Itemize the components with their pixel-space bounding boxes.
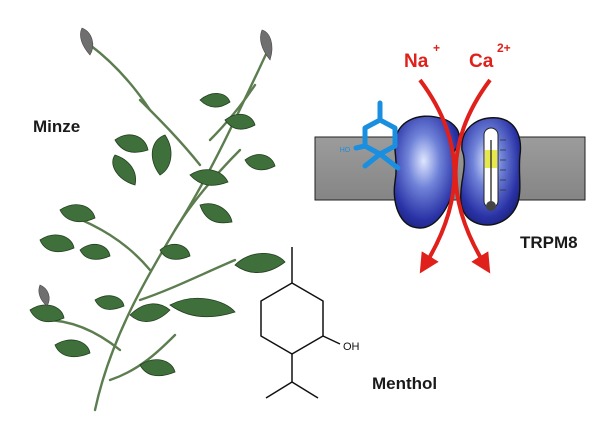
thermometer-icon <box>483 127 506 211</box>
hydroxyl-group-label: OH <box>343 341 360 353</box>
calcium-ion-charge: 2+ <box>497 41 511 55</box>
mint-plant-illustration <box>29 27 286 412</box>
calcium-ion-symbol: Ca <box>469 51 494 72</box>
plant-leaves <box>29 93 286 377</box>
plant-stems <box>43 43 270 412</box>
channel-label: TRPM8 <box>520 233 578 252</box>
menthol-ligand-icon <box>353 100 401 171</box>
ligand-group-label: HO <box>340 147 351 154</box>
plant-label: Minze <box>33 117 81 136</box>
molecule-label: Menthol <box>372 374 438 393</box>
flower-spikes <box>38 27 273 307</box>
sodium-ion-symbol: Na <box>404 51 429 72</box>
sodium-ion-charge: + <box>433 41 440 55</box>
calcium-arrow <box>453 78 492 274</box>
menthol-structure <box>260 247 341 399</box>
ion-flux-arrows <box>418 78 492 274</box>
